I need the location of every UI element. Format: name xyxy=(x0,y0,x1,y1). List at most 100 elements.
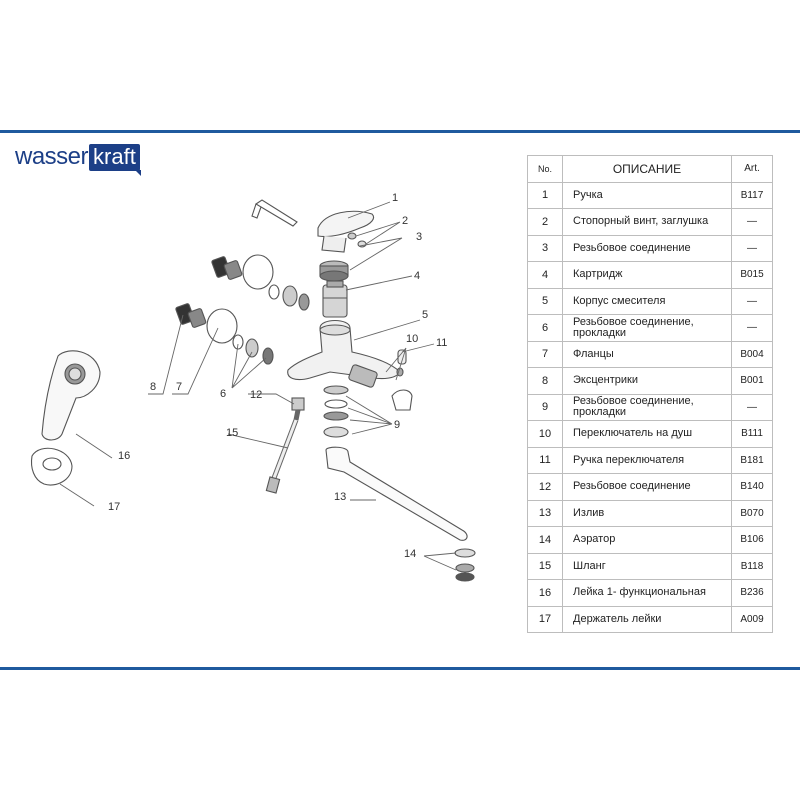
callout-15: 15 xyxy=(226,427,238,439)
callout-16: 16 xyxy=(118,450,130,462)
flange-lower xyxy=(206,308,238,344)
row-number: 1 xyxy=(527,181,563,209)
diverter-body xyxy=(348,364,378,388)
flange-upper xyxy=(242,254,274,290)
header-description: ОПИСАНИЕ xyxy=(562,155,732,183)
callout-5: 5 xyxy=(422,309,428,321)
brand-word-wasser: wasser xyxy=(15,143,89,170)
row-article: B001 xyxy=(731,367,773,395)
row-description: Аэратор xyxy=(562,526,732,554)
header-art: Art. xyxy=(731,155,773,183)
row-article: B015 xyxy=(731,261,773,289)
row-number: 13 xyxy=(527,499,563,527)
row-description: Лейка 1- функциональная xyxy=(562,579,732,607)
row-article: B140 xyxy=(731,473,773,501)
callout-6: 6 xyxy=(220,388,226,400)
brand-logo: wasser kraft xyxy=(15,142,141,176)
row-description: Резьбовое соединение, прокладки xyxy=(562,314,732,342)
row-number: 14 xyxy=(527,526,563,554)
row-description: Излив xyxy=(562,499,732,527)
row-article: — xyxy=(731,234,773,262)
row-article: — xyxy=(731,287,773,315)
callout-14: 14 xyxy=(404,548,416,560)
row-article: B106 xyxy=(731,526,773,554)
row-number: 7 xyxy=(527,340,563,368)
callout-3: 3 xyxy=(416,231,422,243)
row-number: 11 xyxy=(527,446,563,474)
row-number: 17 xyxy=(527,605,563,633)
row-article: B004 xyxy=(731,340,773,368)
seal-ring xyxy=(323,385,349,395)
row-description: Резьбовое соединение xyxy=(562,473,732,501)
callout-2: 2 xyxy=(402,215,408,227)
row-description: Фланцы xyxy=(562,340,732,368)
row-number: 4 xyxy=(527,261,563,289)
brand-word-kraft: kraft xyxy=(89,143,141,176)
row-number: 12 xyxy=(527,473,563,501)
row-article: B118 xyxy=(731,552,773,580)
handle-lever xyxy=(317,210,375,238)
row-number: 8 xyxy=(527,367,563,395)
row-article: — xyxy=(731,208,773,236)
callout-8: 8 xyxy=(150,381,156,393)
row-description: Переключатель на душ xyxy=(562,420,732,448)
row-number: 10 xyxy=(527,420,563,448)
row-article: B181 xyxy=(731,446,773,474)
row-article: — xyxy=(731,314,773,342)
callout-9: 9 xyxy=(394,419,400,431)
parts-table-header: No. ОПИСАНИЕ Art. xyxy=(527,155,773,183)
row-article: B070 xyxy=(731,499,773,527)
aerator xyxy=(454,548,476,558)
hex-key xyxy=(251,199,298,227)
row-description: Корпус смесителя xyxy=(562,287,732,315)
shower-head xyxy=(41,350,101,441)
callout-10: 10 xyxy=(406,333,418,345)
sheet-frame xyxy=(0,130,800,670)
row-description: Стопорный винт, заглушка xyxy=(562,208,732,236)
callout-11: 11 xyxy=(436,337,447,349)
row-description: Резьбовое соединение, прокладки xyxy=(562,393,732,421)
plug-cap xyxy=(357,240,367,248)
header-no: No. xyxy=(527,155,563,183)
callout-7: 7 xyxy=(176,381,182,393)
set-screw xyxy=(347,232,357,240)
row-number: 15 xyxy=(527,552,563,580)
callout-12: 12 xyxy=(250,389,262,401)
row-description: Ручка xyxy=(562,181,732,209)
callout-1: 1 xyxy=(392,192,398,204)
row-number: 5 xyxy=(527,287,563,315)
callout-13: 13 xyxy=(334,491,346,503)
row-number: 16 xyxy=(527,579,563,607)
exploded-diagram: 1 2 3 4 5 10 11 6 7 8 12 9 15 13 14 16 1… xyxy=(30,192,476,582)
callout-4: 4 xyxy=(414,270,420,282)
row-article: B117 xyxy=(731,181,773,209)
row-article: B236 xyxy=(731,579,773,607)
row-article: — xyxy=(731,393,773,421)
row-description: Шланг xyxy=(562,552,732,580)
row-description: Эксцентрики xyxy=(562,367,732,395)
shower-holder xyxy=(30,447,73,486)
row-number: 6 xyxy=(527,314,563,342)
cartridge xyxy=(322,284,348,318)
row-number: 2 xyxy=(527,208,563,236)
row-description: Резьбовое соединение xyxy=(562,234,732,262)
